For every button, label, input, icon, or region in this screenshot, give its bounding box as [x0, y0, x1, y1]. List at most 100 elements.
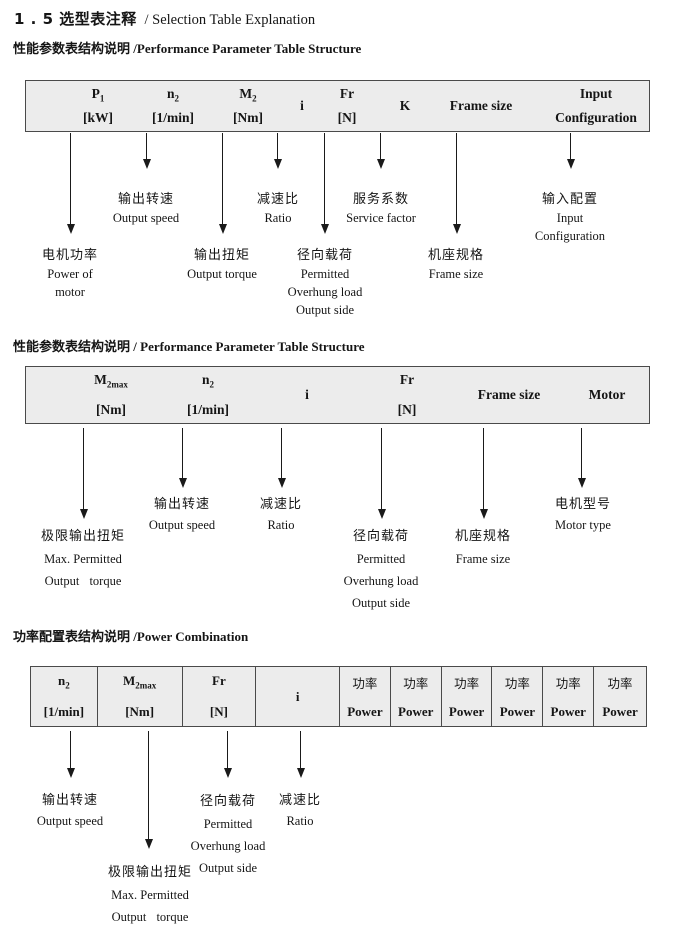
- col-unit: [N]: [397, 402, 417, 417]
- arrow-down-icon-m2max: [79, 428, 88, 519]
- table1-col-i: i: [300, 81, 304, 131]
- col-power-zh: 功率: [403, 676, 429, 691]
- table2-col-m2max: M2max [Nm]: [94, 367, 128, 423]
- label-en: Output side: [296, 303, 354, 317]
- col-symbol: P1: [91, 86, 105, 104]
- label-zh: 机座规格: [454, 529, 512, 544]
- label-zh: 减速比: [256, 192, 300, 207]
- arrow-down-icon-motor: [577, 428, 586, 488]
- label-ratio: 减速比 Ratio: [279, 791, 321, 831]
- label-output-speed: 输出转速 Output speed: [113, 191, 179, 227]
- table3-col-power: 功率 Power: [492, 667, 544, 726]
- table3-col-i: i: [256, 667, 340, 726]
- label-en: Frame size: [428, 267, 484, 281]
- col-power-zh: 功率: [352, 676, 378, 691]
- arrow-down-icon-i: [273, 133, 282, 169]
- label-en: Service factor: [346, 211, 416, 225]
- label-zh: 径向载荷: [296, 248, 354, 263]
- label-en: Output torque: [111, 910, 189, 924]
- label-frame-size: 机座规格 Frame size: [455, 526, 511, 570]
- arrow-down-icon-input: [566, 133, 575, 169]
- col-symbol: M2max: [94, 372, 128, 390]
- arrow-down-icon-n2: [66, 731, 75, 778]
- label-en: Configuration: [534, 229, 606, 243]
- label-en: Overhung load: [343, 574, 419, 588]
- label-en: Max. Permitted: [44, 552, 122, 566]
- arrow-down-icon-k: [376, 133, 385, 169]
- arrow-down-icon-n2: [142, 133, 151, 169]
- col-symbol: Fr: [399, 372, 415, 387]
- table1-performance-header: P1 [kW] n2 [1/min] M2 [Nm] i Fr [N] K Fr…: [25, 80, 650, 132]
- arrow-down-icon-m2max: [144, 731, 153, 849]
- table3-col-power: 功率 Power: [594, 667, 646, 726]
- label-en: Power of: [47, 267, 93, 281]
- col-symbol: Input: [579, 86, 613, 101]
- col-symbol: n2: [58, 673, 70, 691]
- table2-col-motor: Motor: [589, 367, 626, 423]
- table2-col-frame-size: Frame size: [478, 367, 541, 423]
- label-en: Output torque: [187, 267, 257, 281]
- label-zh: 极限输出扭矩: [40, 529, 126, 544]
- col-power-zh: 功率: [555, 676, 581, 691]
- col-symbol: M2max: [123, 673, 157, 691]
- section1-heading: 性能参数表结构说明 /Performance Parameter Table S…: [13, 38, 361, 57]
- section3-heading: 功率配置表结构说明 /Power Combination: [13, 626, 248, 645]
- label-overhung-load: 径向载荷 Permitted Overhung load Output side: [288, 247, 363, 319]
- table3-col-power: 功率 Power: [391, 667, 442, 726]
- label-overhung-load: 径向载荷 Permitted Overhung load Output side: [191, 791, 266, 879]
- page-title-zh: 1 . 5 选型表注释: [14, 10, 137, 28]
- arrow-down-icon-m2: [218, 133, 227, 234]
- label-output-torque: 输出扭矩 Output torque: [187, 247, 257, 283]
- col-unit: [Nm]: [96, 402, 126, 417]
- label-zh: 输出转速: [117, 192, 174, 207]
- label-en: Output torque: [44, 574, 122, 588]
- arrow-down-icon-fr: [320, 133, 329, 234]
- label-zh: 减速比: [278, 793, 322, 808]
- label-ratio: 减速比 Ratio: [260, 495, 302, 535]
- label-output-speed: 输出转速 Output speed: [37, 791, 103, 831]
- col-symbol: n2: [201, 372, 214, 390]
- section2-heading-en: / Performance Parameter Table Structure: [133, 339, 365, 354]
- table1-col-input-configuration: Input Configuration: [555, 81, 637, 131]
- label-en: Ratio: [267, 518, 295, 532]
- section1-heading-zh: 性能参数表结构说明: [13, 42, 131, 57]
- table2-col-i: i: [305, 367, 309, 423]
- label-en: Output speed: [148, 518, 216, 532]
- label-zh: 径向载荷: [199, 794, 257, 809]
- col-power-zh: 功率: [454, 676, 480, 691]
- col-symbol: Motor: [588, 387, 626, 402]
- section2-heading-zh: 性能参数表结构说明: [13, 340, 131, 355]
- col-unit: [Nm]: [233, 110, 263, 125]
- col-symbol: i: [300, 98, 304, 113]
- label-en: Output side: [352, 596, 410, 610]
- label-zh: 减速比: [259, 497, 303, 512]
- label-en: Input: [556, 211, 584, 225]
- table2-col-n2: n2 [1/min]: [187, 367, 229, 423]
- arrow-down-icon-n2: [178, 428, 187, 488]
- label-en: Overhung load: [190, 839, 266, 853]
- label-service-factor: 服务系数 Service factor: [346, 191, 416, 227]
- col-symbol: Frame size: [449, 98, 513, 113]
- table1-col-n2: n2 [1/min]: [152, 81, 194, 131]
- col-unit: [1/min]: [43, 704, 85, 719]
- label-zh: 输出转速: [41, 793, 98, 808]
- arrow-down-icon-fr: [377, 428, 386, 519]
- label-en: Overhung load: [287, 285, 363, 299]
- table1-col-frame-size: Frame size: [450, 81, 513, 131]
- col-symbol: Frame size: [477, 387, 541, 402]
- label-zh: 服务系数: [352, 192, 410, 207]
- section3-heading-en: /Power Combination: [133, 629, 249, 644]
- col-power-en: Power: [398, 704, 434, 719]
- label-en: Ratio: [286, 814, 314, 828]
- col-symbol: i: [305, 387, 309, 402]
- arrow-down-icon-frame-size: [479, 428, 488, 519]
- col-power-en: Power: [602, 704, 638, 719]
- col-symbol: i: [295, 688, 300, 704]
- label-zh: 输出转速: [153, 497, 210, 512]
- arrow-down-icon-fr: [223, 731, 232, 778]
- table3-power-combination-header: n2 [1/min] M2max [Nm] Fr [N] i 功率 Power …: [30, 666, 647, 727]
- arrow-down-icon-i: [277, 428, 286, 488]
- table3-col-power: 功率 Power: [340, 667, 391, 726]
- label-en: Output speed: [36, 814, 104, 828]
